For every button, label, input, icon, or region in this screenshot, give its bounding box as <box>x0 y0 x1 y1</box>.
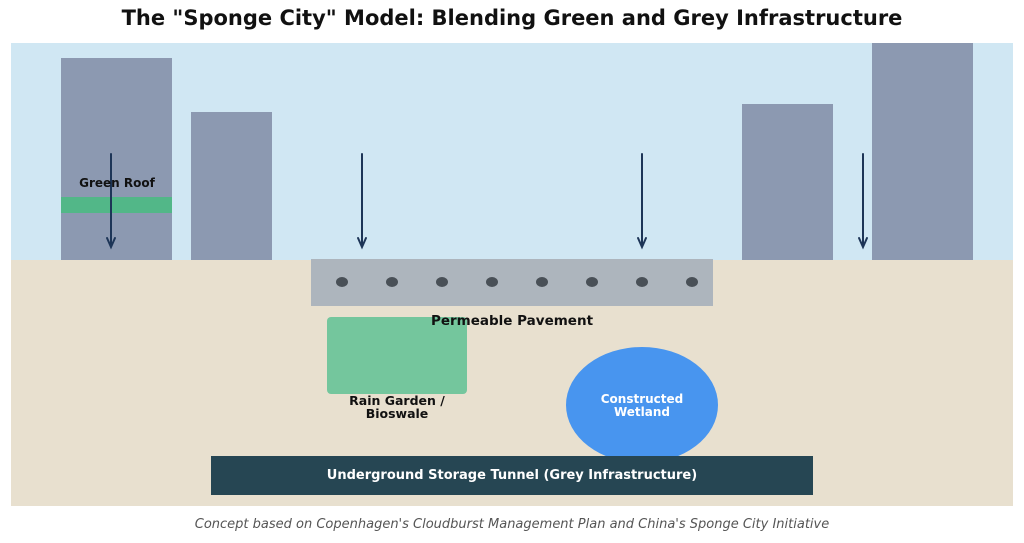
rain-arrow-2 <box>357 153 367 250</box>
pavement-hole <box>686 277 698 287</box>
building-1 <box>61 58 172 260</box>
rain-arrow-4 <box>858 153 868 250</box>
source-caption: Concept based on Copenhagen's Cloudburst… <box>194 517 830 532</box>
rain-arrow-1 <box>106 153 116 250</box>
building-3 <box>742 104 833 260</box>
underground-storage-tunnel <box>211 456 813 495</box>
permeable-pavement-label: Permeable Pavement <box>431 313 594 329</box>
rain-garden-label-line1: Rain Garden / <box>349 393 445 408</box>
rain-arrow-3 <box>637 153 647 250</box>
pavement-hole <box>486 277 498 287</box>
pavement-hole <box>586 277 598 287</box>
pavement-hole <box>386 277 398 287</box>
wetland-label-line2: Wetland <box>614 405 670 419</box>
pavement-hole <box>636 277 648 287</box>
building-4 <box>872 43 973 260</box>
building-2 <box>191 112 272 260</box>
tunnel-label: Underground Storage Tunnel (Grey Infrast… <box>327 468 697 483</box>
rain-arrows <box>106 153 868 250</box>
green-roof-strip <box>61 197 172 213</box>
permeable-pavement <box>311 259 713 306</box>
rain-garden <box>327 317 467 394</box>
rain-garden-label-line2: Bioswale <box>366 406 429 421</box>
wetland-label-line1: Constructed <box>601 392 684 406</box>
pavement-hole <box>536 277 548 287</box>
green-roof-label: Green Roof <box>79 176 155 190</box>
pavement-hole <box>336 277 348 287</box>
diagram-title: The "Sponge City" Model: Blending Green … <box>121 6 903 30</box>
constructed-wetland <box>566 347 718 463</box>
pavement-holes <box>336 277 698 287</box>
sky-area <box>11 43 1013 260</box>
pavement-hole <box>436 277 448 287</box>
